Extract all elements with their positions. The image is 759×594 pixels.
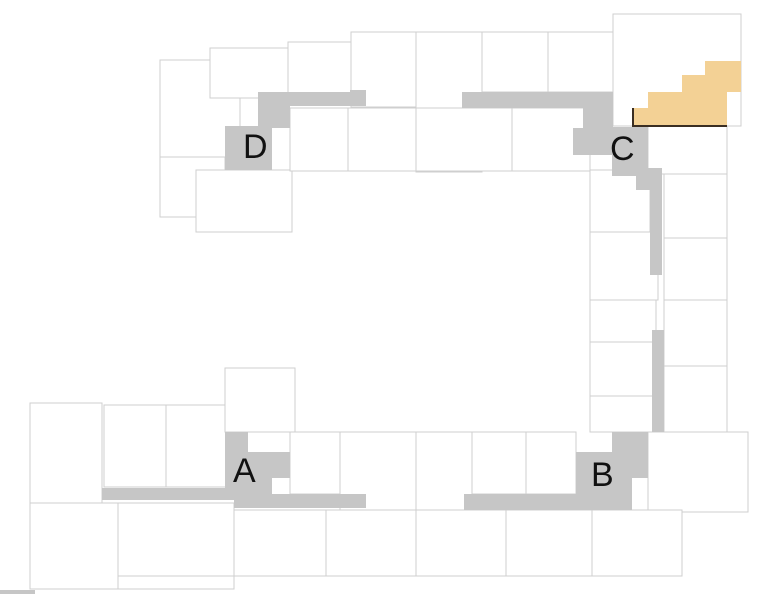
core-c-area bbox=[462, 92, 662, 275]
core-b-area bbox=[464, 330, 664, 510]
selected-unit[interactable] bbox=[633, 61, 741, 126]
unit[interactable] bbox=[591, 509, 683, 577]
unit[interactable] bbox=[117, 502, 235, 590]
core-d-area bbox=[225, 90, 366, 170]
unit[interactable] bbox=[289, 431, 341, 495]
circulation-cores bbox=[0, 90, 664, 594]
unit[interactable] bbox=[663, 299, 728, 367]
unit[interactable] bbox=[165, 404, 227, 488]
unit[interactable] bbox=[347, 107, 417, 172]
selected-unit-outline bbox=[632, 108, 727, 127]
unit[interactable] bbox=[29, 402, 103, 504]
core-a-area bbox=[102, 432, 366, 508]
unit[interactable] bbox=[505, 509, 593, 577]
unit[interactable] bbox=[663, 365, 728, 433]
unit[interactable] bbox=[547, 31, 614, 93]
unit[interactable] bbox=[415, 509, 507, 577]
unit[interactable] bbox=[287, 41, 352, 98]
core-label-d: D bbox=[243, 128, 268, 166]
unit[interactable] bbox=[29, 502, 119, 590]
core-label-b: B bbox=[591, 456, 614, 494]
unit[interactable] bbox=[289, 107, 349, 172]
unit[interactable] bbox=[589, 231, 659, 301]
core-label-c: C bbox=[610, 130, 635, 168]
unit[interactable] bbox=[589, 299, 657, 343]
unit[interactable] bbox=[415, 107, 513, 172]
unit[interactable] bbox=[589, 341, 657, 397]
unit[interactable] bbox=[525, 431, 577, 495]
unit[interactable] bbox=[647, 431, 749, 513]
unit[interactable] bbox=[481, 31, 549, 93]
unit[interactable] bbox=[209, 47, 291, 99]
core-fragment bbox=[0, 590, 35, 594]
unit[interactable] bbox=[103, 404, 167, 488]
unit[interactable] bbox=[415, 431, 473, 511]
units bbox=[29, 13, 749, 590]
unit[interactable] bbox=[325, 509, 417, 577]
unit[interactable] bbox=[663, 237, 728, 301]
core-label-a: A bbox=[233, 452, 256, 490]
unit[interactable] bbox=[663, 173, 728, 239]
unit[interactable] bbox=[195, 169, 293, 233]
unit[interactable] bbox=[471, 431, 527, 495]
unit[interactable] bbox=[224, 367, 296, 433]
unit[interactable] bbox=[233, 509, 327, 577]
unit[interactable] bbox=[589, 395, 657, 433]
unit[interactable] bbox=[647, 125, 728, 175]
